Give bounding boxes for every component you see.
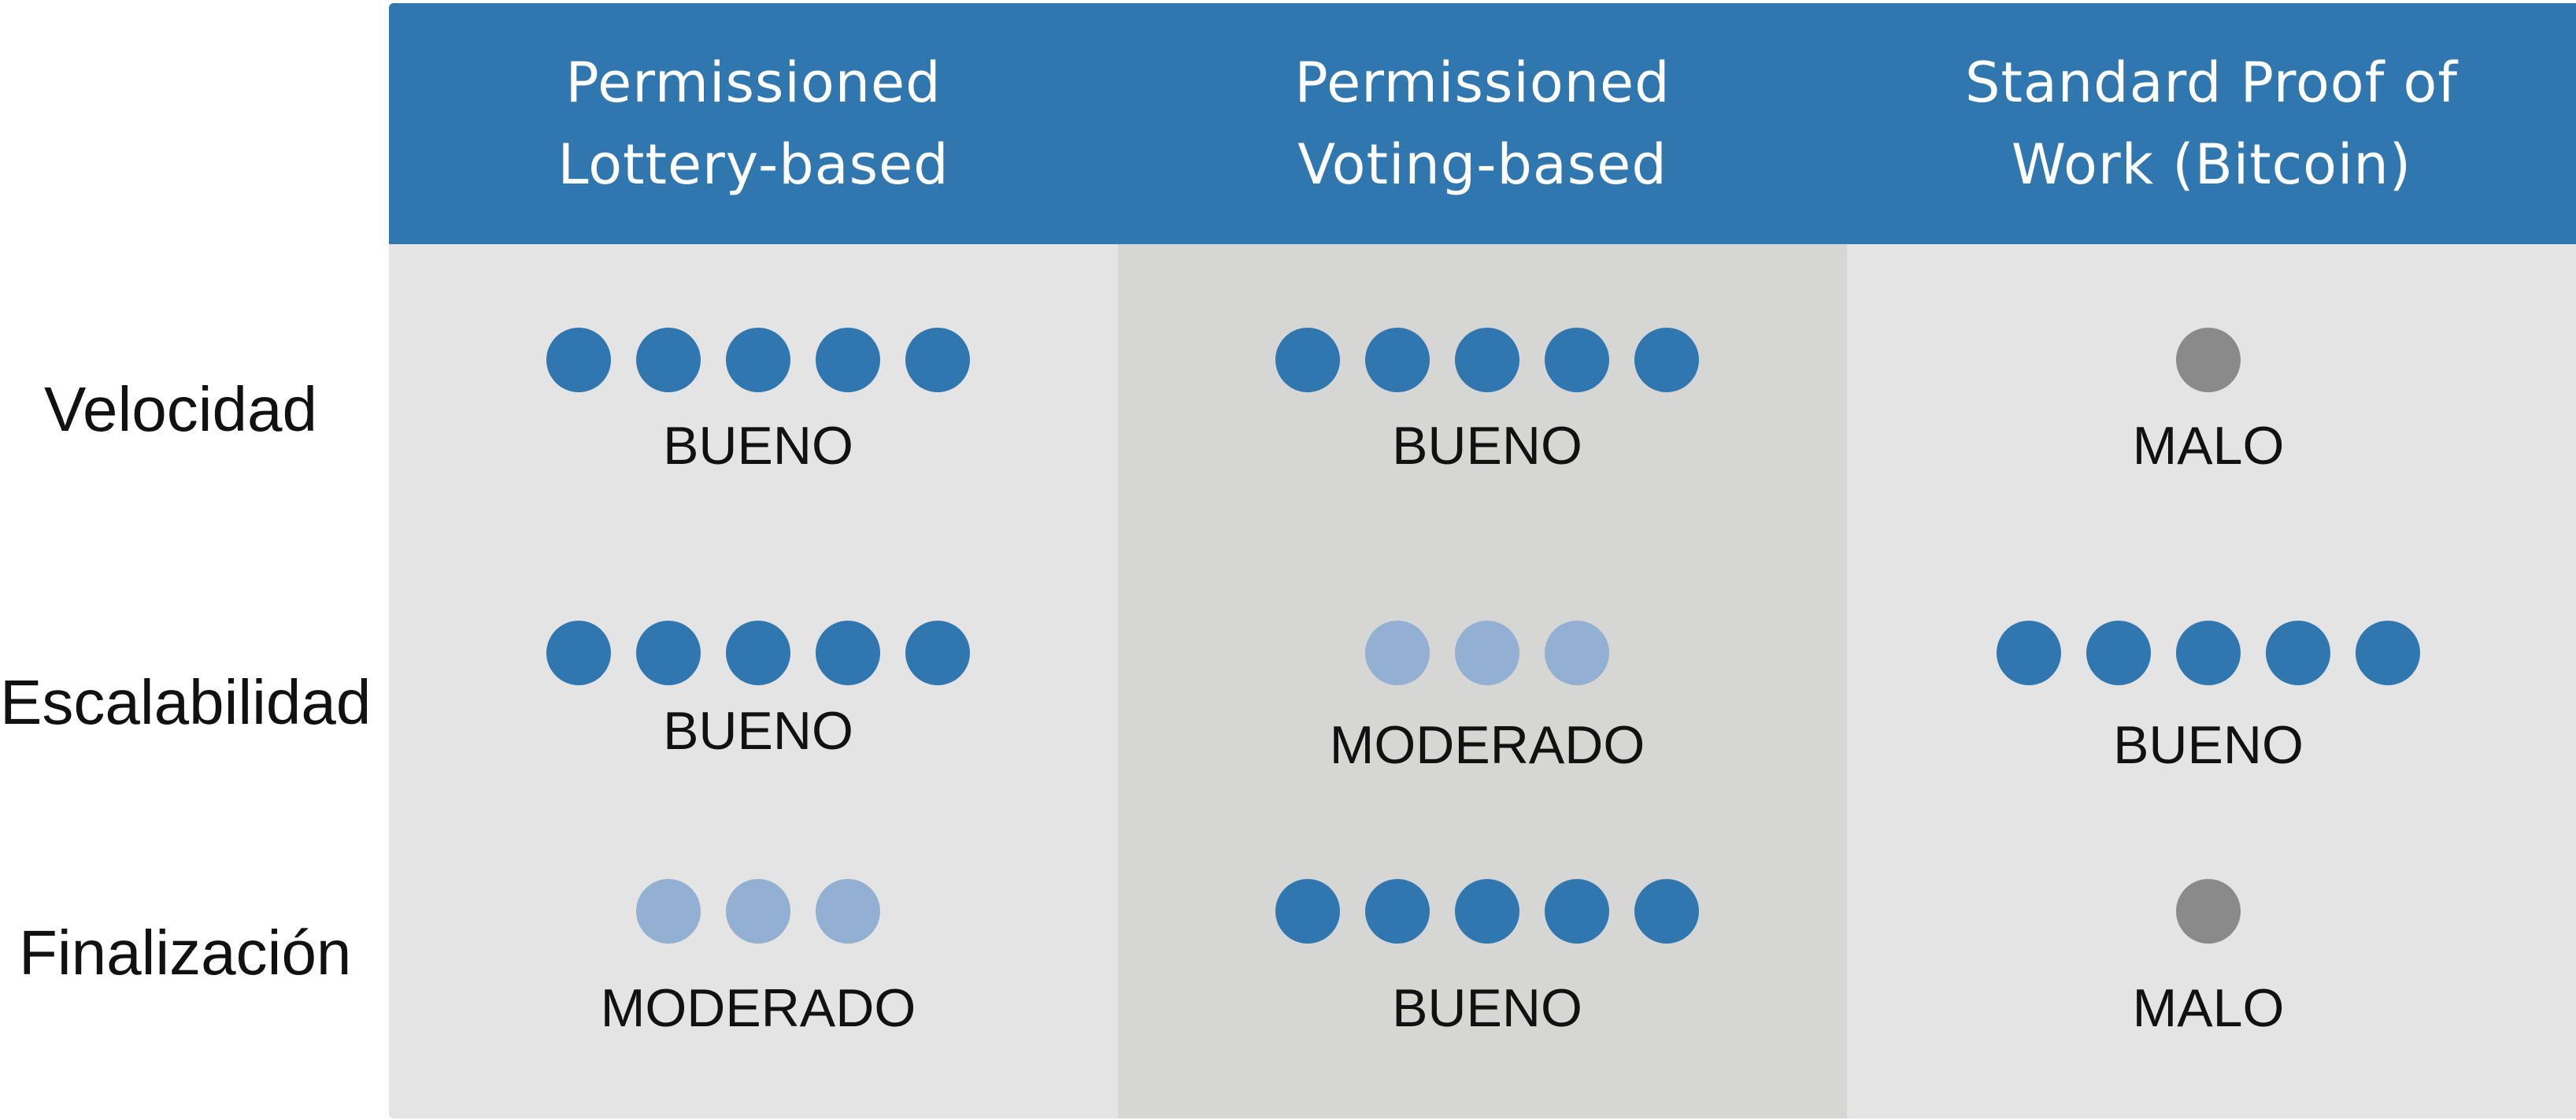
row-label-velocidad: Velocidad <box>44 374 317 444</box>
rating-dot-good <box>1365 879 1430 944</box>
cell-finalizacion-pow: MALO <box>1845 879 2572 1040</box>
rating-dots <box>1275 328 1699 392</box>
rating-dot-good <box>905 328 970 392</box>
column-header-voting-title: Permissioned Voting-based <box>1294 50 1671 197</box>
rating-dot-bad <box>2176 879 2241 944</box>
rating-label: MALO <box>2132 978 2285 1038</box>
rating-dot-good <box>546 621 611 685</box>
rating-dot-good <box>1634 879 1699 944</box>
cell-velocidad-pow: MALO <box>1845 328 2572 477</box>
column-header-lottery-title: Permissioned Lottery-based <box>557 50 949 197</box>
rating-dot-good <box>905 621 970 685</box>
rating-dot-good <box>636 328 701 392</box>
rating-dot-good <box>726 328 790 392</box>
rating-dot-good <box>1275 879 1340 944</box>
rating-dot-good <box>2266 621 2330 685</box>
cell-finalizacion-lottery: MODERADO <box>394 879 1122 1040</box>
cell-escalabilidad-pow: BUENO <box>1845 621 2572 777</box>
rating-dots <box>1997 621 2420 685</box>
rating-dot-good <box>1455 328 1519 392</box>
rating-label: MALO <box>2132 416 2285 476</box>
rating-label: BUENO <box>1392 978 1582 1038</box>
rating-dot-bad <box>2176 328 2241 392</box>
column-header-lottery: Permissioned Lottery-based <box>389 3 1118 244</box>
row-label-escalabilidad: Escalabilidad <box>0 667 372 737</box>
column-header-pow: Standard Proof of Work (Bitcoin) <box>1847 3 2576 244</box>
header-band <box>389 3 2576 244</box>
rating-dot-good <box>1365 328 1430 392</box>
rating-label: BUENO <box>2113 715 2304 775</box>
rating-dot-good <box>546 328 611 392</box>
rating-dots <box>1275 879 1699 944</box>
rating-dot-good <box>2176 621 2241 685</box>
column-header-pow-title: Standard Proof of Work (Bitcoin) <box>1965 50 2458 197</box>
rating-dot-good <box>1275 328 1340 392</box>
rating-dots <box>2176 328 2241 392</box>
rating-label: MODERADO <box>600 978 916 1038</box>
rating-dot-good <box>1634 328 1699 392</box>
cell-escalabilidad-lottery: BUENO <box>394 621 1122 762</box>
rating-dots <box>1365 621 1609 685</box>
column-header-voting: Permissioned Voting-based <box>1118 3 1847 244</box>
rating-dot-good <box>2086 621 2151 685</box>
rating-label: MODERADO <box>1329 715 1645 775</box>
rating-label: BUENO <box>663 416 853 476</box>
cell-escalabilidad-voting: MODERADO <box>1123 621 1851 777</box>
rating-dots <box>636 879 880 944</box>
rating-dot-good <box>1997 621 2061 685</box>
rating-dot-good <box>2356 621 2420 685</box>
row-label-finalizacion: Finalización <box>19 918 352 988</box>
rating-dot-good <box>816 328 880 392</box>
rating-dot-good <box>816 621 880 685</box>
cell-finalizacion-voting: BUENO <box>1123 879 1851 1040</box>
rating-dots <box>2176 879 2241 944</box>
rating-dot-good <box>1545 328 1609 392</box>
rating-dot-moderate <box>726 879 790 944</box>
cell-velocidad-lottery: BUENO <box>394 328 1122 477</box>
cell-velocidad-voting: BUENO <box>1123 328 1851 477</box>
rating-dot-moderate <box>636 879 701 944</box>
rating-dot-good <box>1545 879 1609 944</box>
rating-dots <box>546 328 970 392</box>
rating-dot-moderate <box>1365 621 1430 685</box>
rating-dots <box>546 621 970 685</box>
rating-label: BUENO <box>663 701 853 761</box>
rating-label: BUENO <box>1392 416 1582 476</box>
rating-dot-moderate <box>1455 621 1519 685</box>
rating-dot-good <box>1455 879 1519 944</box>
rating-dot-good <box>636 621 701 685</box>
rating-dot-moderate <box>1545 621 1609 685</box>
rating-dot-good <box>726 621 790 685</box>
rating-dot-moderate <box>816 879 880 944</box>
